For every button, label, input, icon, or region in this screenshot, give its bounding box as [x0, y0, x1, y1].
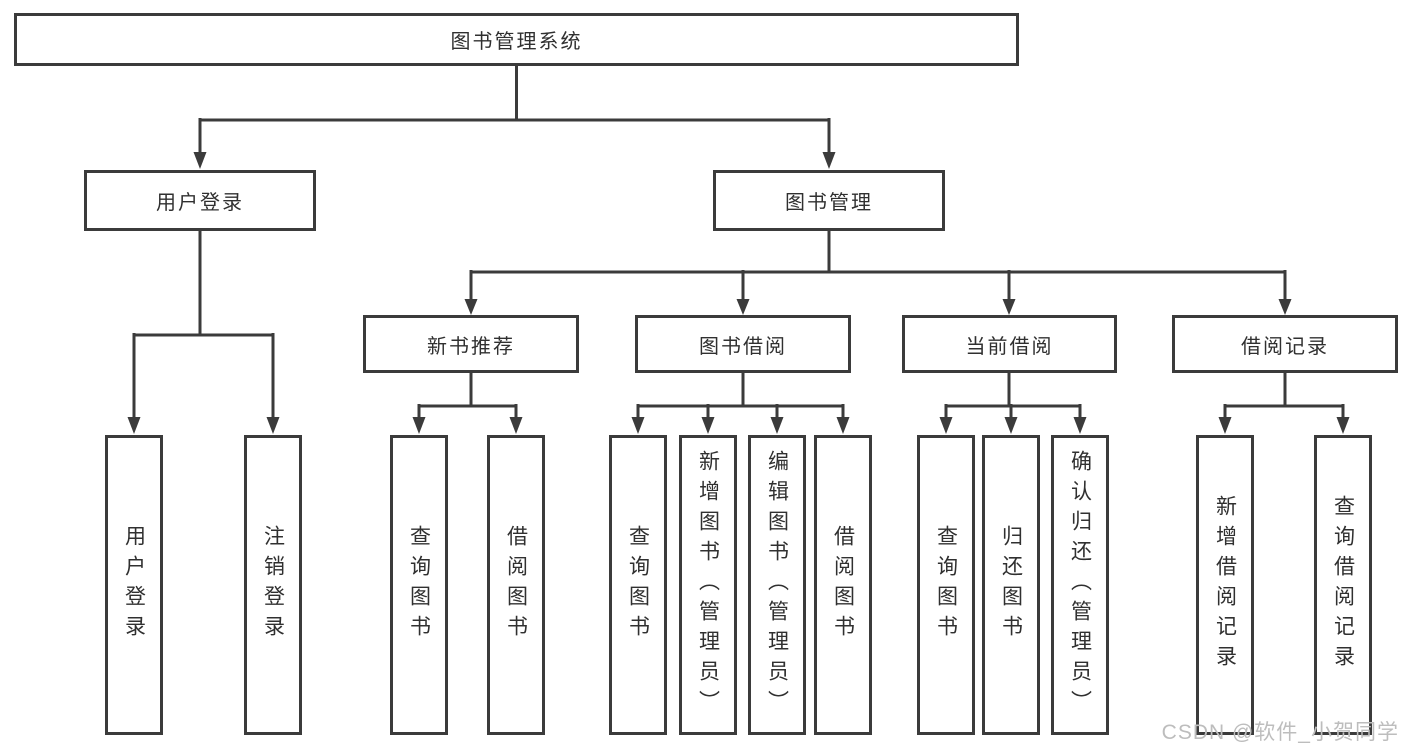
node-confirm-return-admin: 确认归还（管理员） — [1051, 435, 1109, 735]
node-book-borrowing: 图书借阅 — [635, 315, 851, 373]
node-query-books-current: 查询图书 — [917, 435, 975, 735]
node-borrow-books-leaf: 借阅图书 — [814, 435, 872, 735]
node-label: 借阅记录 — [1241, 335, 1329, 358]
node-logout-leaf: 注销登录 — [244, 435, 302, 735]
connector-book-management-to-level3 — [464, 231, 1292, 315]
node-query-borrow-record: 查询借阅记录 — [1314, 435, 1372, 735]
node-add-borrow-record: 新增借阅记录 — [1196, 435, 1254, 735]
connector-book-borrowing-to-leaves — [631, 373, 850, 434]
node-edit-book-admin: 编辑图书（管理员） — [748, 435, 806, 735]
node-label: 当前借阅 — [965, 335, 1054, 358]
node-label: 用户登录 — [156, 192, 244, 214]
node-return-books: 归还图书 — [982, 435, 1040, 735]
node-query-books-recommend: 查询图书 — [390, 435, 448, 735]
node-new-book-recommendation: 新书推荐 — [363, 315, 579, 373]
node-borrowing-records: 借阅记录 — [1172, 315, 1398, 373]
node-label: 图书管理系统 — [450, 31, 583, 53]
node-current-borrowing: 当前借阅 — [902, 315, 1117, 373]
node-label: 图书借阅 — [699, 335, 787, 358]
node-borrow-books-recommend: 借阅图书 — [487, 435, 545, 735]
connector-borrowing-records-to-leaves — [1218, 373, 1350, 434]
node-add-book-admin: 新增图书（管理员） — [679, 435, 737, 735]
node-query-books-borrowing: 查询图书 — [609, 435, 667, 735]
node-label: 图书管理 — [785, 192, 873, 214]
node-user-login: 用户登录 — [84, 170, 316, 231]
node-library-management-system: 图书管理系统 — [14, 13, 1019, 66]
node-user-login-leaf: 用户登录 — [105, 435, 163, 735]
connector-new-book-to-leaves — [412, 373, 523, 434]
connector-current-borrowing-to-leaves — [939, 373, 1087, 434]
node-book-management: 图书管理 — [713, 170, 945, 231]
connector-root-to-level2 — [193, 66, 836, 169]
connector-user-login-to-leaves — [127, 231, 280, 434]
node-label: 新书推荐 — [427, 335, 515, 358]
csdn-watermark: CSDN @软件_小贺同学 — [1161, 721, 1399, 744]
